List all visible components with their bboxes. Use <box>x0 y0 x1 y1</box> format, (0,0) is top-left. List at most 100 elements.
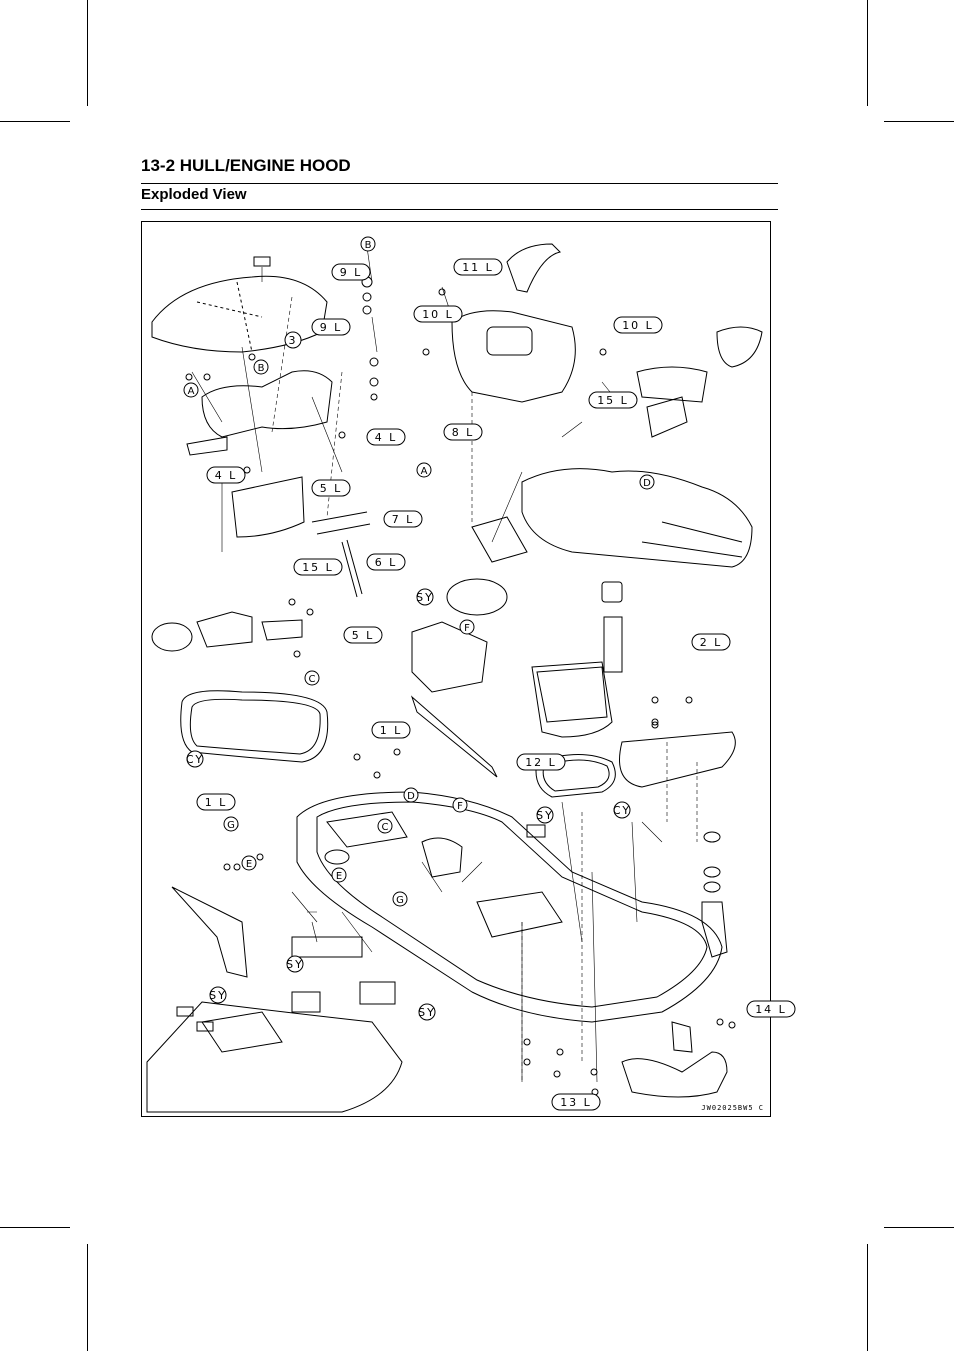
visor-bracket <box>646 396 688 438</box>
storage-bin <box>411 621 488 693</box>
svg-text:SY: SY <box>418 1006 436 1019</box>
letter-marker: D <box>403 787 419 803</box>
hood-cover <box>151 275 328 353</box>
callout-label: 1 L <box>196 793 236 811</box>
svg-text:7 L: 7 L <box>392 513 415 526</box>
svg-text:12 L: 12 L <box>525 756 557 769</box>
svg-text:CY: CY <box>613 804 631 817</box>
callout-label: 5 L <box>311 479 351 497</box>
hull-bottom <box>146 1001 403 1113</box>
section-title: Exploded View <box>141 186 247 203</box>
svg-text:13 L: 13 L <box>560 1096 592 1109</box>
o-ring <box>703 831 721 843</box>
svg-text:5 L: 5 L <box>352 629 375 642</box>
callout-label: CY <box>186 750 204 768</box>
callout-label: 6 L <box>366 553 406 571</box>
svg-text:D: D <box>407 791 415 802</box>
storage-lid <box>471 516 528 563</box>
letter-marker: B <box>253 359 269 375</box>
svg-text:F: F <box>464 623 470 634</box>
side-trim <box>171 886 248 978</box>
svg-text:SY: SY <box>536 809 554 822</box>
callout-label: 7 L <box>383 510 423 528</box>
svg-text:9 L: 9 L <box>340 266 363 279</box>
crop-mark <box>0 1227 70 1228</box>
svg-text:10 L: 10 L <box>622 319 654 332</box>
callout-label: 8 L <box>443 423 483 441</box>
callout-label: 10 L <box>413 305 463 323</box>
filler-neck <box>603 616 623 673</box>
o-ring <box>703 881 721 893</box>
page-title: 13-2 HULL/ENGINE HOOD <box>141 156 351 175</box>
crop-mark <box>867 1244 868 1351</box>
deck-cup <box>324 849 350 865</box>
svg-text:B: B <box>258 363 265 374</box>
sticker <box>176 1006 194 1017</box>
callout-label: 11 L <box>453 258 503 276</box>
letter-marker: C <box>304 670 320 686</box>
lid-gasket <box>446 578 508 616</box>
svg-text:6 L: 6 L <box>375 556 398 569</box>
callout-label: 3 <box>284 331 302 349</box>
svg-text:B: B <box>365 240 372 251</box>
steering-cover <box>451 310 576 403</box>
svg-text:SY: SY <box>286 958 304 971</box>
svg-text:15 L: 15 L <box>597 394 629 407</box>
callout-label: 9 L <box>331 263 371 281</box>
fuel-tank <box>531 661 613 738</box>
sticker <box>291 936 363 958</box>
svg-text:G: G <box>396 895 404 906</box>
right-visor <box>636 366 708 403</box>
svg-text:2 L: 2 L <box>700 636 723 649</box>
letter-marker: G <box>392 891 408 907</box>
callout-label: 13 L <box>551 1093 601 1111</box>
letter-marker: A <box>183 382 199 398</box>
svg-text:A: A <box>421 466 428 477</box>
letter-marker: C <box>377 818 393 834</box>
hood-bracket <box>201 370 333 438</box>
svg-text:15 L: 15 L <box>302 561 334 574</box>
reboarding-handle <box>621 1051 728 1098</box>
svg-text:C: C <box>309 674 316 685</box>
letter-marker: G <box>223 816 239 832</box>
letter-marker: E <box>331 867 347 883</box>
sticker <box>359 981 396 1005</box>
callout-label: SY <box>286 955 304 973</box>
svg-text:C: C <box>382 822 389 833</box>
svg-text:1 L: 1 L <box>380 724 403 737</box>
letter-marker: D <box>639 474 655 490</box>
crop-mark <box>87 1244 88 1351</box>
svg-text:5 L: 5 L <box>320 482 343 495</box>
svg-text:SY: SY <box>209 989 227 1002</box>
exploded-view-figure: 9 L 9 L 3 11 L 10 L 10 L 15 L 8 L 4 L 4 L 5 L 7 L 6 … <box>141 221 796 1117</box>
sticker <box>291 991 321 1013</box>
callout-label: 14 L <box>746 1000 796 1018</box>
storage-well <box>421 837 463 878</box>
callout-label: 4 L <box>366 428 406 446</box>
crop-mark <box>867 0 868 106</box>
footwell <box>476 891 563 938</box>
seat <box>521 468 753 568</box>
svg-text:D: D <box>643 478 651 489</box>
svg-text:3: 3 <box>289 334 298 347</box>
callout-label: CY <box>613 801 631 819</box>
callout-label: 9 L <box>311 318 351 336</box>
letter-marker: B <box>360 236 376 252</box>
svg-text:1 L: 1 L <box>205 796 228 809</box>
callout-label: SY <box>418 1003 436 1021</box>
gasket-right <box>535 754 616 798</box>
hood-stay <box>341 539 363 598</box>
callout-label: SY <box>416 588 434 606</box>
svg-text:SY: SY <box>416 591 434 604</box>
rear-bracket <box>671 1021 693 1053</box>
bellows-hose <box>701 901 728 958</box>
svg-text:E: E <box>246 859 252 870</box>
svg-text:CY: CY <box>186 753 204 766</box>
svg-text:E: E <box>336 871 342 882</box>
svg-text:11 L: 11 L <box>462 261 494 274</box>
callout-label: SY <box>209 986 227 1004</box>
callout-label: 4 L <box>206 466 246 484</box>
callout-label: 12 L <box>516 753 566 771</box>
support-bar <box>410 695 498 778</box>
callout-label: SY <box>536 806 554 824</box>
